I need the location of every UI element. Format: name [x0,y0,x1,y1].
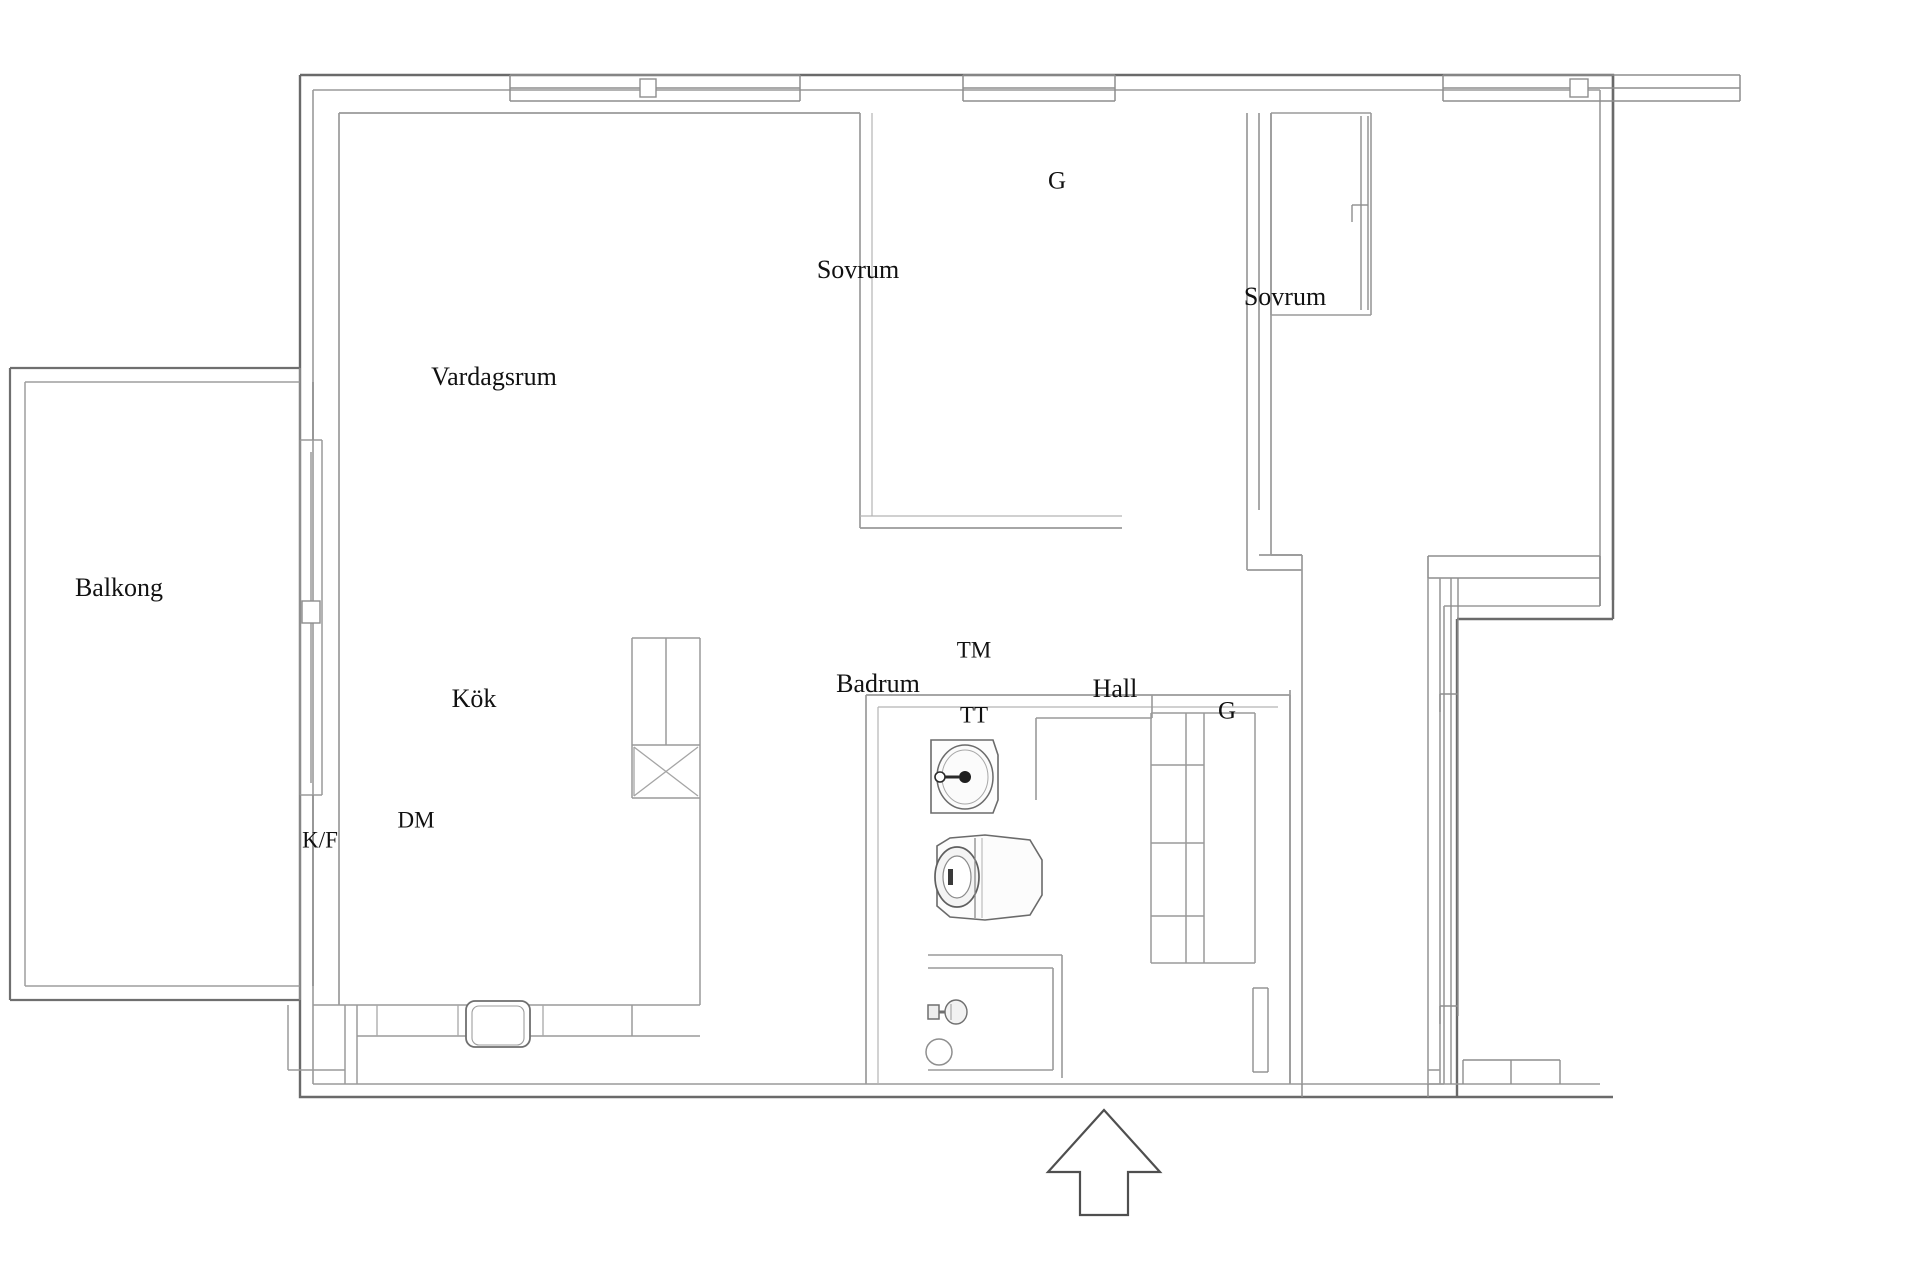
room-label-sovrum-right: Sovrum [1243,282,1327,311]
room-label-hall: Hall [1092,674,1138,703]
toilet-fixture [934,834,1043,921]
window-bedroom-right [1442,74,1741,102]
balcony-wall-segments [299,368,314,1000]
wall-bathroom-inner [877,706,1278,1084]
closet-hall-bottom-doors [1462,1059,1561,1084]
balcony-inner-face [24,381,300,987]
floor-drain-fixture [925,1038,953,1066]
entrance-direction-arrow [1045,1108,1163,1217]
wall-hall-left [1289,555,1303,1084]
outer-wall-envelope [298,73,1615,1099]
wall-bedroom-mid-right [1246,113,1302,571]
closet-hall-sliding-doors [1439,578,1459,1084]
stove-fixture [633,746,699,797]
room-label-kok: Kök [451,684,497,713]
kitchen-tall-unit [631,637,701,1005]
room-label-garderob-hall: G [1217,697,1237,725]
window-living-room [509,74,801,102]
shower-head-fixture [927,999,968,1025]
wall-living-bedroom-mid [338,112,1122,1005]
room-label-balkong: Balkong [74,573,164,602]
laundry-column-surround [1204,712,1256,964]
laundry-column [1150,712,1205,964]
closet-hall-outline [1427,578,1600,1085]
bathroom-door [1252,987,1269,1073]
window-bedroom-middle [962,74,1116,102]
appliance-label-kyl-frys: K/F [302,827,338,853]
closet-top-sliding-door [1351,116,1369,310]
room-label-vardagsrum: Vardagsrum [431,362,557,391]
balcony-door-assembly [299,439,323,796]
room-label-garderob-top: G [1047,167,1067,195]
wall-living-bedroom-mid-face [860,113,1122,517]
sink-fixture [930,739,999,814]
shower-enclosure [928,954,1063,1078]
kitchen-sink-fixture [465,1000,531,1048]
kitchen-cabinet-dividers [376,1005,544,1036]
entrance-door-opening [1301,1084,1429,1097]
outer-wall-inner-face [312,89,1601,1085]
balcony-outline [8,366,300,1002]
appliance-label-diskmaskin: DM [397,807,435,833]
room-label-badrum: Badrum [836,669,920,698]
room-label-sovrum-middle: Sovrum [816,255,900,284]
wall-bedroom-right-bottom [1427,555,1601,606]
wall-bathroom-jog [1035,695,1153,800]
appliance-label-torktumlare: TT [959,702,989,728]
wall-bedroom-right [1270,113,1302,556]
appliance-label-tvattmaskin: TM [956,637,992,663]
wall-bathroom [865,694,1291,1084]
